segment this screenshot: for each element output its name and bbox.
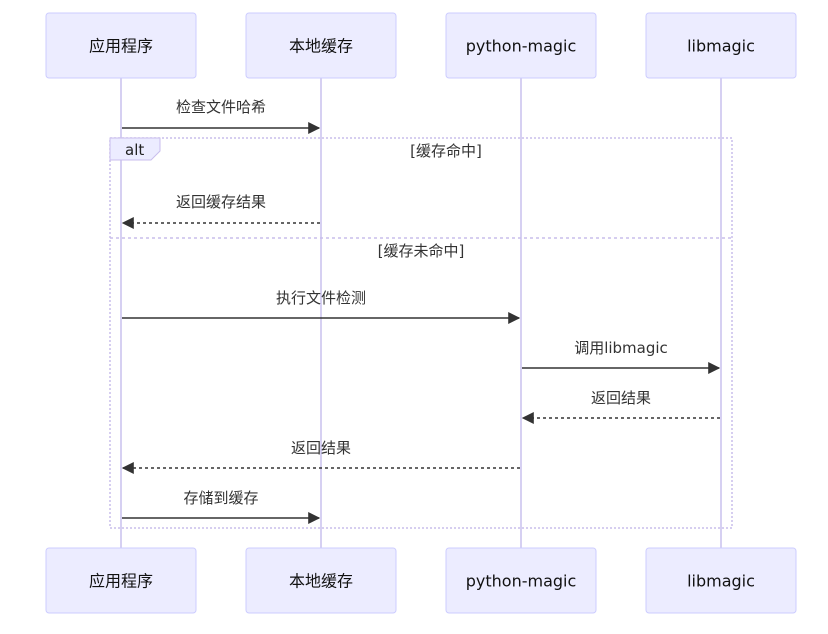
actors-top: 应用程序 本地缓存 python-magic libmagic [45,12,797,79]
alt-condition-hit: [缓存命中] [410,142,482,160]
message-4-label: 调用libmagic [574,339,668,357]
actor-libmagic-label-bottom: libmagic [687,572,755,591]
message-6-label: 返回结果 [291,439,351,457]
actor-python-magic-label: python-magic [466,37,577,56]
actor-app-bottom: 应用程序 [45,547,197,614]
alt-frame: alt [缓存命中] [缓存未命中] [109,137,733,529]
actor-app-label-bottom: 应用程序 [89,572,153,591]
actor-python-magic-bottom: python-magic [445,547,597,614]
message-7-label: 存储到缓存 [183,489,258,507]
alt-frame-tag: alt [125,141,144,159]
actor-cache-bottom: 本地缓存 [245,547,397,614]
message-2-label: 返回缓存结果 [176,193,266,211]
message-1-label: 检查文件哈希 [176,98,266,116]
actor-python-magic-top: python-magic [445,12,597,79]
alt-frame-border [109,137,733,529]
actor-cache-top: 本地缓存 [245,12,397,79]
message-5-label: 返回结果 [591,389,651,407]
actor-app-label: 应用程序 [89,37,153,56]
actor-libmagic-top: libmagic [645,12,797,79]
alt-condition-miss: [缓存未命中] [378,242,465,260]
actor-libmagic-label: libmagic [687,37,755,56]
message-3-label: 执行文件检测 [276,289,366,307]
alt-frame-tag-box [109,137,161,161]
messages: 检查文件哈希 返回缓存结果 执行文件检测 调用libmagic 返回结果 返回结… [121,98,721,524]
actor-python-magic-label-bottom: python-magic [466,572,577,591]
actor-libmagic-bottom: libmagic [645,547,797,614]
actor-cache-label: 本地缓存 [289,37,353,56]
lifelines [120,78,722,548]
actor-cache-label-bottom: 本地缓存 [289,572,353,591]
actors-bottom: 应用程序 本地缓存 python-magic libmagic [45,547,797,614]
actor-app-top: 应用程序 [45,12,197,79]
